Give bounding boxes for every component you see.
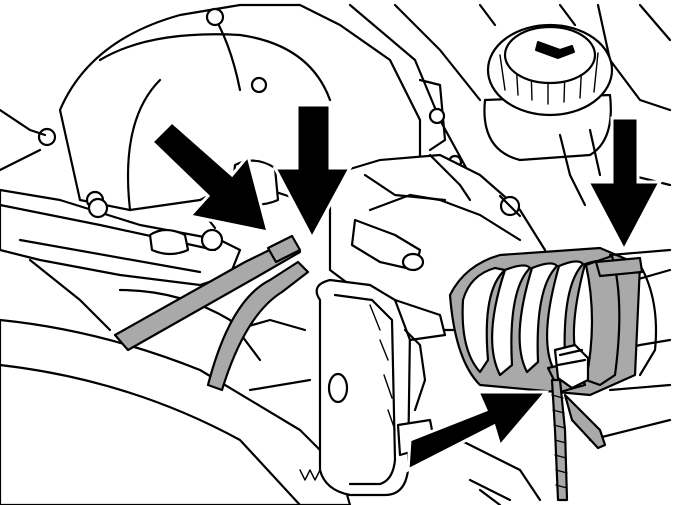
reservoir-cap — [483, 23, 614, 207]
lower-left-housing — [0, 258, 352, 505]
throttle-position-sensor — [315, 278, 447, 497]
callout-arrow-4 — [406, 390, 550, 473]
sensor-wire — [550, 378, 607, 502]
callout-arrow-3 — [585, 116, 663, 254]
callout-arrow-2 — [272, 103, 353, 242]
callout-arrow-1 — [149, 119, 271, 234]
mounting-bracket — [0, 188, 242, 287]
vacuum-hoses — [113, 234, 310, 392]
